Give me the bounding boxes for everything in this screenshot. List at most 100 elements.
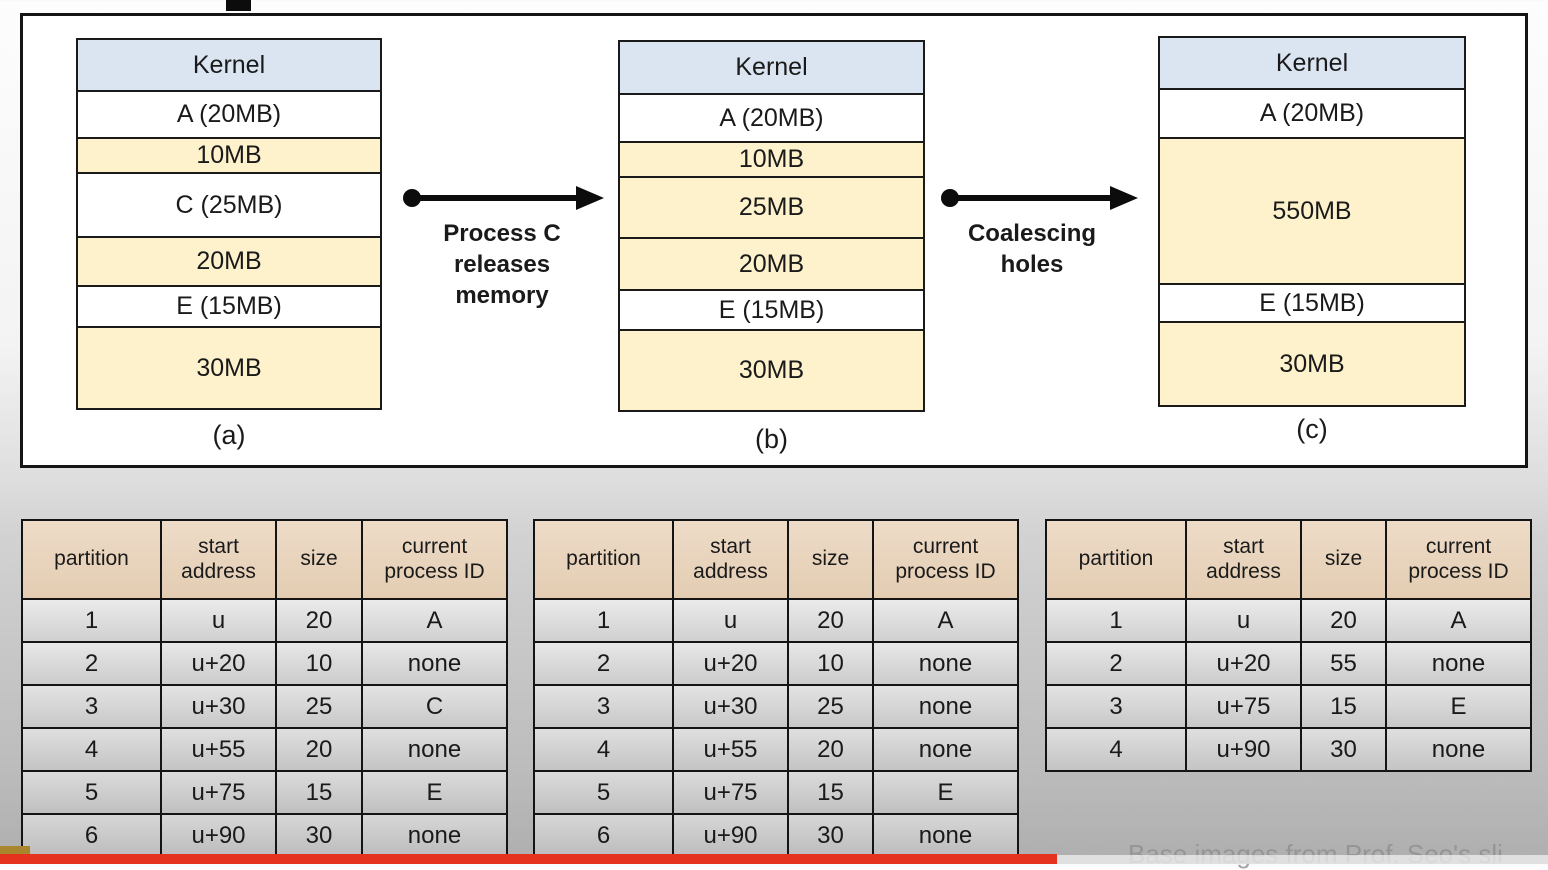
memory-block-process: A (20MB) bbox=[78, 90, 380, 137]
table-cell: 30 bbox=[787, 813, 874, 858]
memory-block-kernel: Kernel bbox=[1160, 38, 1464, 88]
column-label-a: (a) bbox=[212, 420, 246, 450]
cropped-title-fragment bbox=[226, 0, 251, 11]
caption-line: releases bbox=[453, 251, 551, 278]
table-cell: none bbox=[872, 727, 1019, 772]
table-cell: u+90 bbox=[160, 813, 277, 858]
table-cell: u+75 bbox=[672, 770, 789, 815]
table-cell: 30 bbox=[1300, 727, 1387, 772]
video-progress-bar-watched[interactable] bbox=[0, 854, 1057, 864]
table-cell: none bbox=[872, 641, 1019, 686]
caption-line: memory bbox=[455, 282, 549, 309]
table-cell: 25 bbox=[787, 684, 874, 729]
table-cell: 4 bbox=[533, 727, 674, 772]
table-cell: E bbox=[1385, 684, 1532, 729]
table-cell: 1 bbox=[21, 598, 162, 643]
column-header: size bbox=[787, 519, 874, 600]
table-cell: 20 bbox=[787, 598, 874, 643]
arrow-caption-coalescing-holes: Coalescing holes bbox=[930, 218, 1134, 280]
video-progress-bar-remaining[interactable] bbox=[1057, 855, 1548, 864]
column-header: partition bbox=[533, 519, 674, 600]
table-cell: 2 bbox=[533, 641, 674, 686]
table-cell: none bbox=[1385, 727, 1532, 772]
table-cell: 6 bbox=[21, 813, 162, 858]
table-cell: 3 bbox=[533, 684, 674, 729]
memory-block-kernel: Kernel bbox=[78, 40, 380, 90]
table-cell: 3 bbox=[1045, 684, 1187, 729]
table-cell: 10 bbox=[787, 641, 874, 686]
column-label-b: (b) bbox=[755, 424, 788, 454]
memory-block-process: E (15MB) bbox=[1160, 283, 1464, 321]
memory-block-hole: 10MB bbox=[620, 141, 923, 176]
table-cell: 20 bbox=[787, 727, 874, 772]
table-cell: 15 bbox=[275, 770, 363, 815]
table-cell: u bbox=[672, 598, 789, 643]
table-cell: 15 bbox=[1300, 684, 1387, 729]
table-cell: none bbox=[872, 684, 1019, 729]
table-cell: 20 bbox=[1300, 598, 1387, 643]
column-header: current process ID bbox=[1385, 519, 1532, 600]
column-header: start address bbox=[1185, 519, 1302, 600]
table-cell: u+30 bbox=[160, 684, 277, 729]
table-cell: 1 bbox=[1045, 598, 1187, 643]
caption-line: Process C bbox=[443, 220, 561, 247]
table-cell: none bbox=[361, 727, 508, 772]
table-cell: none bbox=[872, 813, 1019, 858]
table-cell: 30 bbox=[275, 813, 363, 858]
table-cell: u+75 bbox=[1185, 684, 1302, 729]
column-header: current process ID bbox=[361, 519, 508, 600]
memory-block-process: E (15MB) bbox=[78, 285, 380, 326]
table-cell: E bbox=[361, 770, 508, 815]
memory-block-process: A (20MB) bbox=[620, 93, 923, 141]
table-cell: u+55 bbox=[160, 727, 277, 772]
table-cell: A bbox=[1385, 598, 1532, 643]
table-cell: 10 bbox=[275, 641, 363, 686]
table-cell: u+30 bbox=[672, 684, 789, 729]
memory-block-hole: 20MB bbox=[78, 236, 380, 285]
memory-block-hole: 30MB bbox=[1160, 321, 1464, 405]
arrow-caption-process-c-releases-memory: Process C releases memory bbox=[400, 218, 604, 311]
table-cell: 4 bbox=[1045, 727, 1187, 772]
memory-block-hole: 30MB bbox=[78, 326, 380, 408]
table-cell: u+20 bbox=[160, 641, 277, 686]
arrow-right-icon bbox=[941, 186, 1138, 210]
memory-block-hole: 25MB bbox=[620, 176, 923, 237]
column-header: size bbox=[1300, 519, 1387, 600]
table-cell: 20 bbox=[275, 598, 363, 643]
table-cell: 5 bbox=[533, 770, 674, 815]
table-cell: A bbox=[361, 598, 508, 643]
caption-line: holes bbox=[1000, 251, 1064, 278]
column-header: size bbox=[275, 519, 363, 600]
memory-block-hole: 20MB bbox=[620, 237, 923, 289]
table-cell: 15 bbox=[787, 770, 874, 815]
table-cell: 5 bbox=[21, 770, 162, 815]
arrow-right-icon bbox=[403, 186, 604, 210]
column-header: partition bbox=[21, 519, 162, 600]
table-cell: none bbox=[361, 813, 508, 858]
memory-block-hole: 550MB bbox=[1160, 137, 1464, 283]
table-cell: none bbox=[1385, 641, 1532, 686]
table-cell: u bbox=[160, 598, 277, 643]
caption-line: Coalescing bbox=[967, 220, 1097, 247]
